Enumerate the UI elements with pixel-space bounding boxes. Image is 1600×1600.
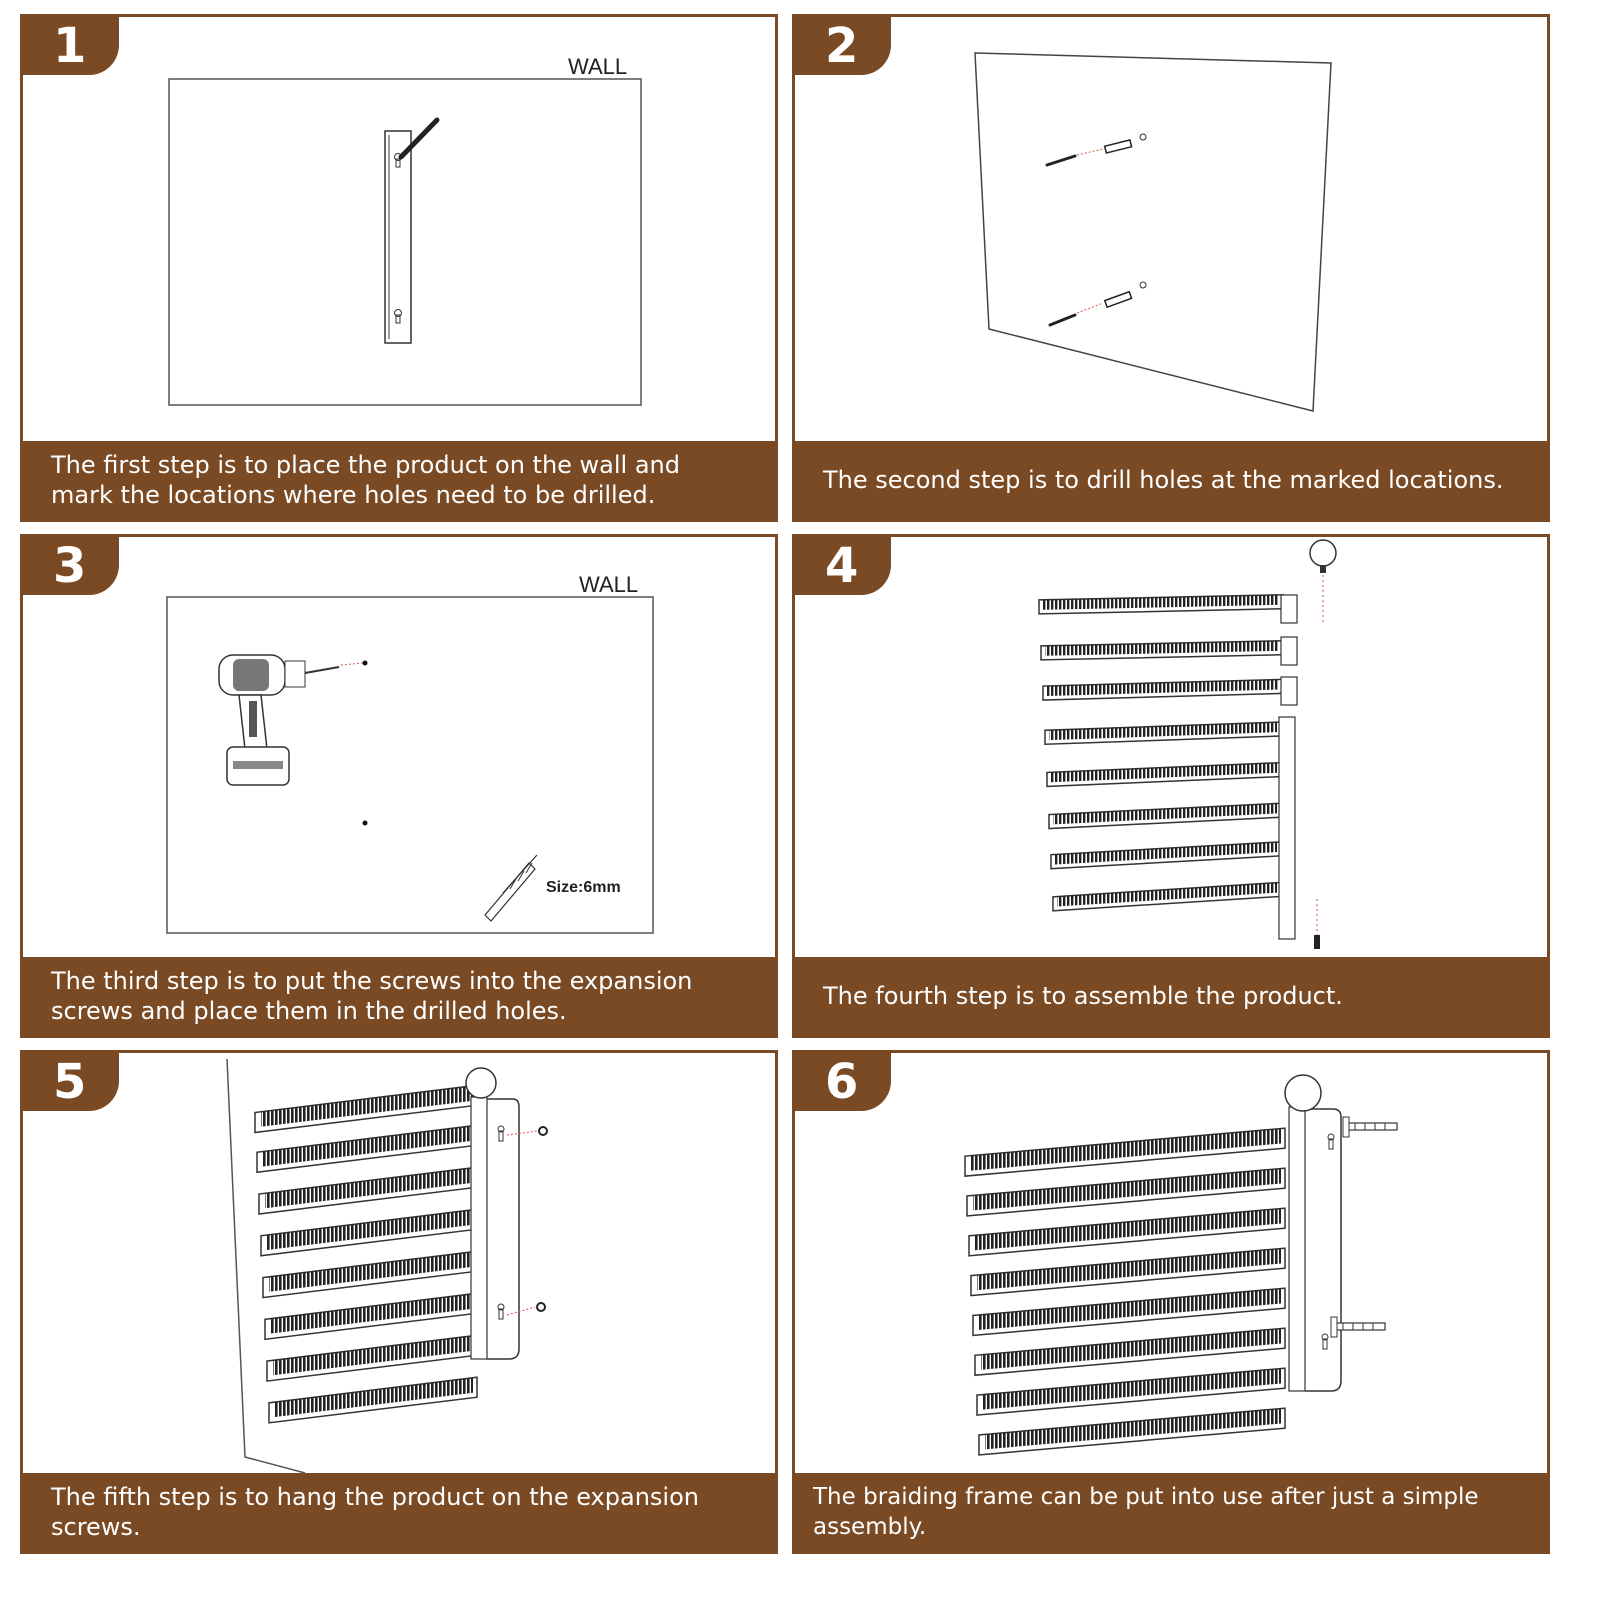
upper-hole-mark: [362, 660, 368, 666]
expansion-anchor-icon: [1330, 1316, 1386, 1338]
step-2-number: 2: [795, 17, 891, 75]
rack-bar-5: [262, 1250, 478, 1299]
rack-bar-7: [976, 1367, 1286, 1416]
rack-bar-5: [972, 1287, 1286, 1337]
step-4-caption: The fourth step is to assemble the produ…: [795, 957, 1547, 1035]
step-2-caption: The second step is to drill holes at the…: [795, 441, 1547, 519]
screw-icon: [538, 1126, 548, 1136]
rack-bar-1: [254, 1084, 478, 1134]
upper-screw-anchor-icon: [1045, 133, 1147, 167]
wall-outline: [166, 596, 654, 934]
step-6-caption: The braiding frame can be put into use a…: [795, 1473, 1547, 1551]
screw-icon: [1045, 154, 1077, 167]
step-4-illustration: [1038, 539, 1337, 949]
drill-bit-icon: [484, 854, 538, 922]
expansion-anchor-icon: [1103, 290, 1133, 309]
end-cap-icon: [465, 1067, 497, 1099]
step-3-panel: 3 WALL Size:6mm The third step is to put…: [20, 534, 778, 1038]
lower-hole-mark: [362, 820, 368, 826]
wall-label: WALL: [568, 54, 627, 79]
rack-bar-2: [256, 1124, 478, 1174]
rack-bar-8: [1052, 881, 1282, 912]
expansion-anchor-icon: [1103, 139, 1133, 154]
step-1-caption: The first step is to place the product o…: [23, 441, 775, 519]
step-2-illustration: [974, 52, 1332, 412]
wall-label: WALL: [579, 572, 638, 597]
rack-bar-3: [968, 1207, 1286, 1257]
step-5-illustration: [226, 1058, 548, 1473]
screw-icon: [1314, 935, 1320, 949]
rack-bar-1: [964, 1127, 1286, 1177]
pencil-icon: [398, 117, 440, 160]
step-5-caption: The fifth step is to hang the product on…: [23, 1473, 775, 1551]
step-5-panel: 5 The: [20, 1050, 778, 1554]
wall-bracket-icon: [384, 130, 412, 344]
step-4-number: 4: [795, 537, 891, 595]
end-cap-icon: [1309, 539, 1337, 573]
step-1-illustration: WALL: [168, 54, 642, 406]
lower-screw-anchor-icon: [1048, 281, 1147, 327]
wall-perspective: [974, 52, 1332, 412]
rack-bar-8: [268, 1376, 478, 1424]
wall-edge: [226, 1058, 306, 1473]
step-4-caption-text: The fourth step is to assemble the produ…: [823, 982, 1343, 1010]
rack-bar-6: [974, 1327, 1286, 1377]
step-4-panel: 4 The fourt: [792, 534, 1550, 1038]
braiding-rack-icon: [964, 1127, 1286, 1456]
rack-bar-5: [1046, 761, 1282, 788]
rack-bar-8: [978, 1407, 1286, 1456]
rack-bar-4: [970, 1247, 1286, 1297]
rack-bar-7: [1050, 841, 1282, 870]
step-1-number: 1: [23, 17, 119, 75]
step-6-panel: 6: [792, 1050, 1550, 1554]
screw-icon: [1048, 313, 1077, 327]
end-cap-icon: [1284, 1074, 1322, 1112]
screw-icon: [536, 1302, 546, 1312]
step-5-caption-text: The fifth step is to hang the product on…: [51, 1483, 699, 1541]
wall-bracket-icon: [1288, 1106, 1342, 1392]
expansion-anchor-icon: [1342, 1116, 1398, 1138]
hinge-pole: [1278, 594, 1298, 940]
step-3-illustration: WALL Size:6mm: [166, 572, 654, 934]
rack-bar-6: [1048, 802, 1282, 830]
step-2-panel: 2 The second step is to drill holes at t…: [792, 14, 1550, 522]
wall-outline: [168, 78, 642, 406]
rack-bar-2: [1040, 640, 1284, 661]
rack-bar-4: [1044, 721, 1282, 746]
drill-icon: [218, 654, 340, 786]
step-1-caption-text: The first step is to place the product o…: [51, 451, 681, 509]
step-3-caption-text: The third step is to put the screws into…: [51, 967, 693, 1025]
rack-bar-7: [266, 1334, 478, 1382]
step-6-caption-text: The braiding frame can be put into use a…: [813, 1484, 1479, 1540]
step-6-illustration: [964, 1074, 1398, 1456]
rack-bar-1: [1038, 594, 1284, 615]
step-6-number: 6: [795, 1053, 891, 1111]
rack-bar-3: [258, 1166, 478, 1215]
rack-bar-2: [966, 1167, 1286, 1217]
step-1-panel: 1 WALL The first step is to place the pr…: [20, 14, 778, 522]
drill-size-label: Size:6mm: [546, 879, 621, 896]
step-3-number: 3: [23, 537, 119, 595]
step-3-caption: The third step is to put the screws into…: [23, 957, 775, 1035]
rack-bar-4: [260, 1208, 478, 1257]
rack-bar-3: [1042, 678, 1284, 701]
step-5-number: 5: [23, 1053, 119, 1111]
braiding-rack-icon: [1038, 594, 1284, 912]
braiding-rack-icon: [254, 1084, 478, 1424]
rack-bar-6: [264, 1292, 478, 1341]
wall-bracket-icon: [470, 1096, 520, 1360]
step-2-caption-text: The second step is to drill holes at the…: [823, 466, 1504, 494]
